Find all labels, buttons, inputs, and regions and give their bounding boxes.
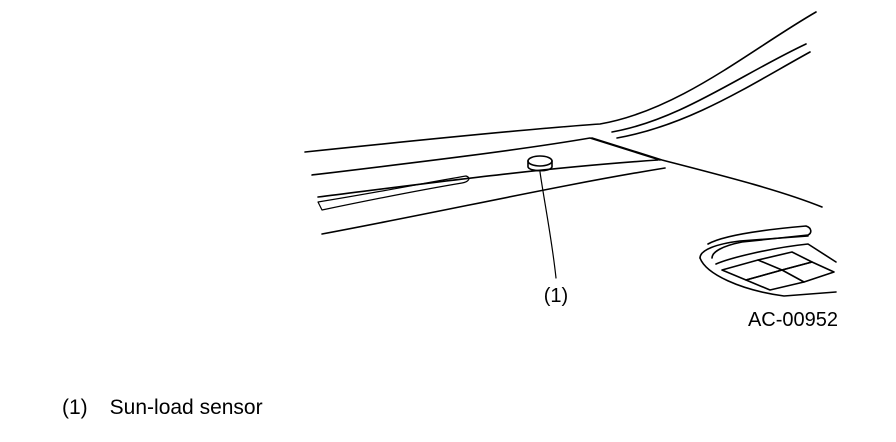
side-air-vent [699,225,837,297]
windshield-inner-line-1 [611,43,807,133]
dash-lower-edge [321,167,666,235]
dashboard-top-edge [304,11,817,153]
leader-line [539,171,557,279]
windshield-inner-line-2 [616,51,811,139]
legend-label: Sun-load sensor [109,396,263,419]
figure-code: AC-00952 [748,309,838,331]
dash-panel-line-2 [317,159,659,198]
dash-panel-line-1 [311,137,661,176]
legend: (1) Sun-load sensor [62,396,263,420]
legend-number: (1) [62,396,88,419]
sun-load-sensor [527,155,553,172]
callout-number: (1) [544,285,568,307]
dash-right-edge [591,137,823,208]
defroster-vent [317,175,470,211]
